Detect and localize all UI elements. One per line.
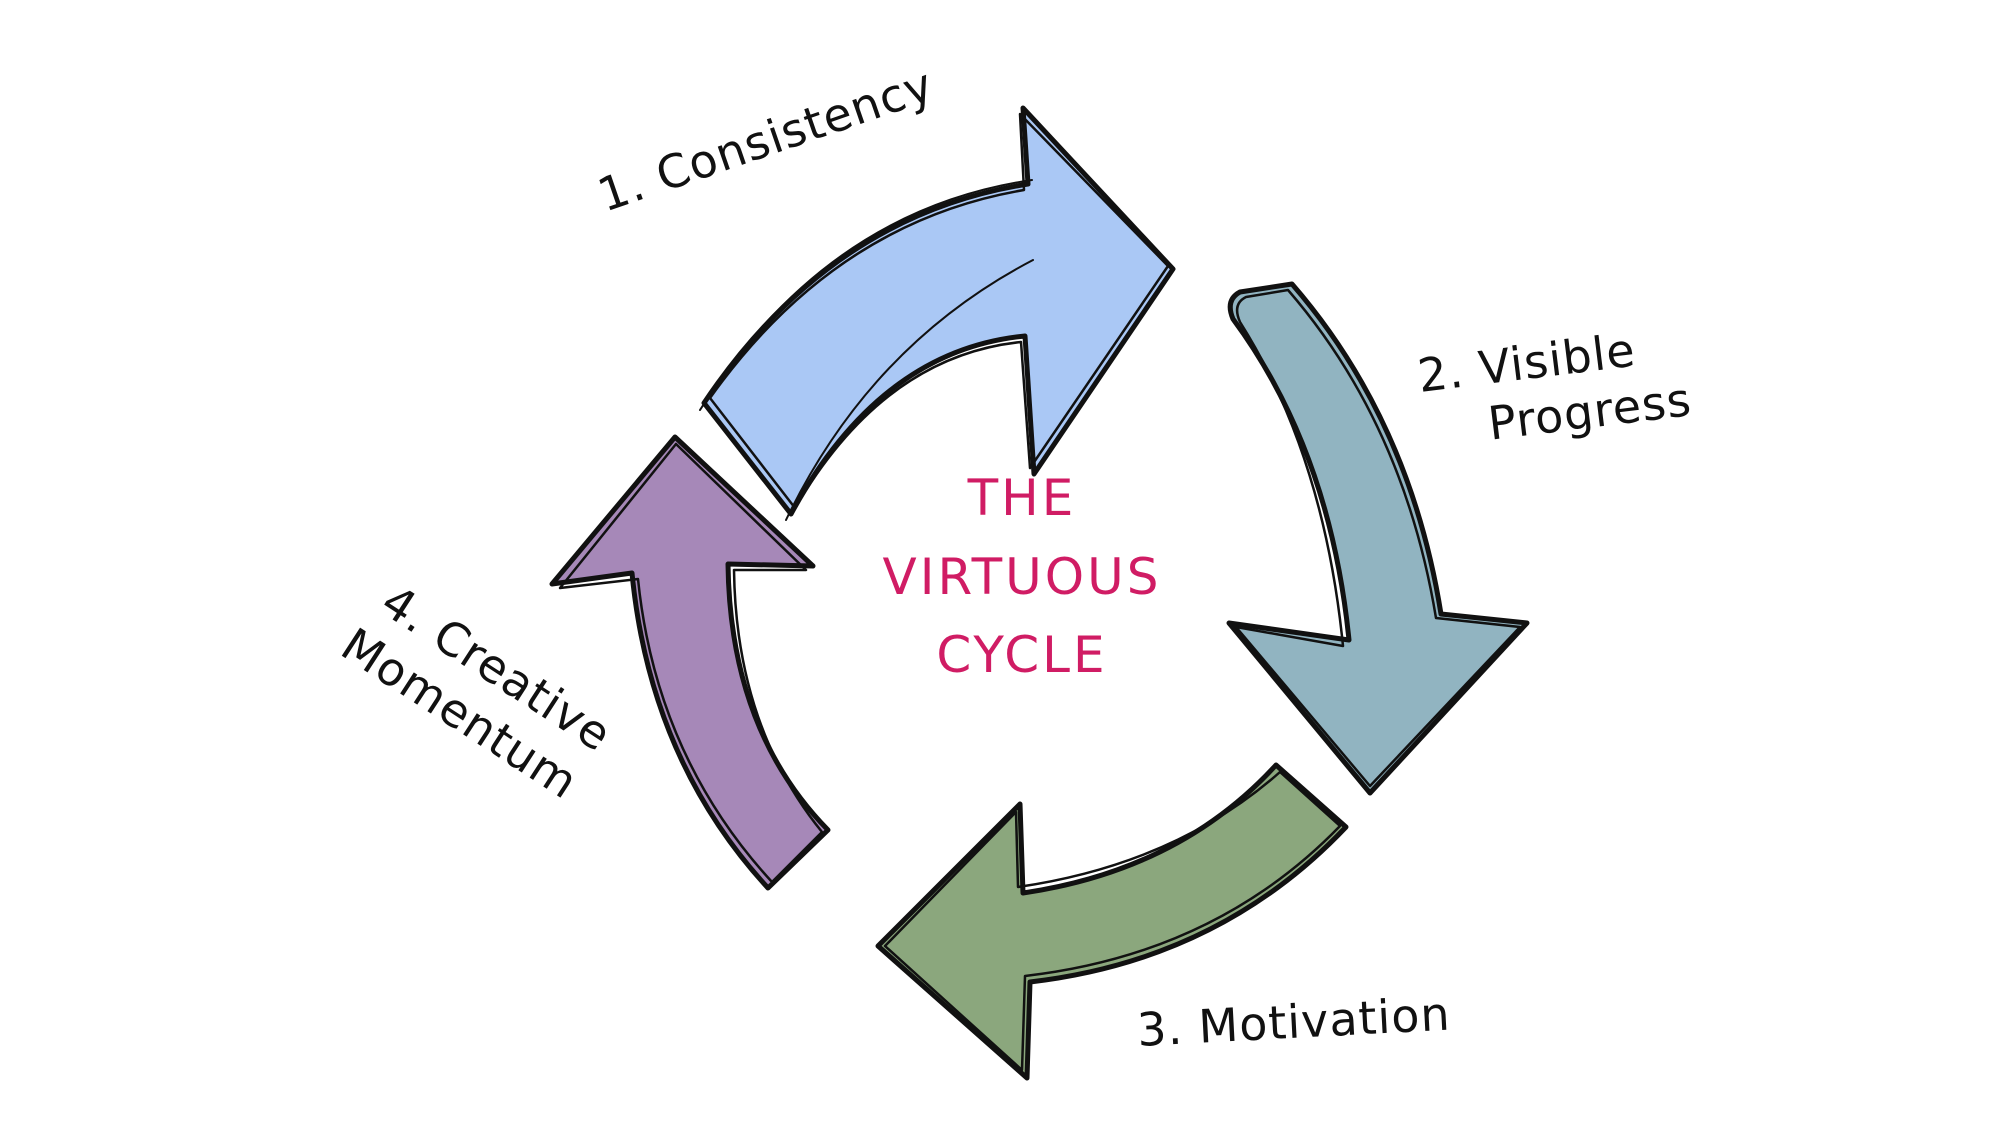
- step-label-3: 3. Motivation: [1136, 987, 1452, 1057]
- arrow-3-outline-sketch: [883, 770, 1342, 1072]
- title-line-3: CYCLE: [936, 626, 1107, 684]
- step-label-4: 4. Creative Momentum: [332, 574, 621, 810]
- arrow-4-creative-momentum: [549, 434, 831, 891]
- arrow-3-motivation: [875, 762, 1349, 1081]
- arrow-2-visible-progress: [1226, 281, 1530, 796]
- center-title: THE VIRTUOUS CYCLE: [883, 469, 1162, 684]
- arrow-2-outline: [1226, 281, 1530, 796]
- step-label-3-text: 3. Motivation: [1136, 987, 1452, 1057]
- arrow-2-fill: [1229, 284, 1527, 793]
- arrow-1-fill: [704, 108, 1173, 514]
- arrow-4-fill: [552, 437, 828, 888]
- arrow-3-fill: [878, 765, 1346, 1078]
- arrow-2-outline-sketch: [1234, 288, 1522, 788]
- arrow-4-outline-sketch: [558, 442, 824, 884]
- arrow-1-consistency: [699, 105, 1176, 521]
- title-line-2: VIRTUOUS: [883, 548, 1162, 606]
- step-label-1: 1. Consistency: [591, 57, 940, 222]
- step-label-1-text: 1. Consistency: [591, 57, 940, 222]
- arrow-1-outline: [701, 105, 1176, 517]
- arrow-3-outline: [875, 762, 1349, 1081]
- title-line-1: THE: [967, 469, 1077, 527]
- step-label-2: 2. Visible Progress: [1415, 323, 1695, 451]
- arrow-1-outline-sketch: [708, 112, 1170, 510]
- arrow-1-outline-sketch-2: [699, 179, 1034, 521]
